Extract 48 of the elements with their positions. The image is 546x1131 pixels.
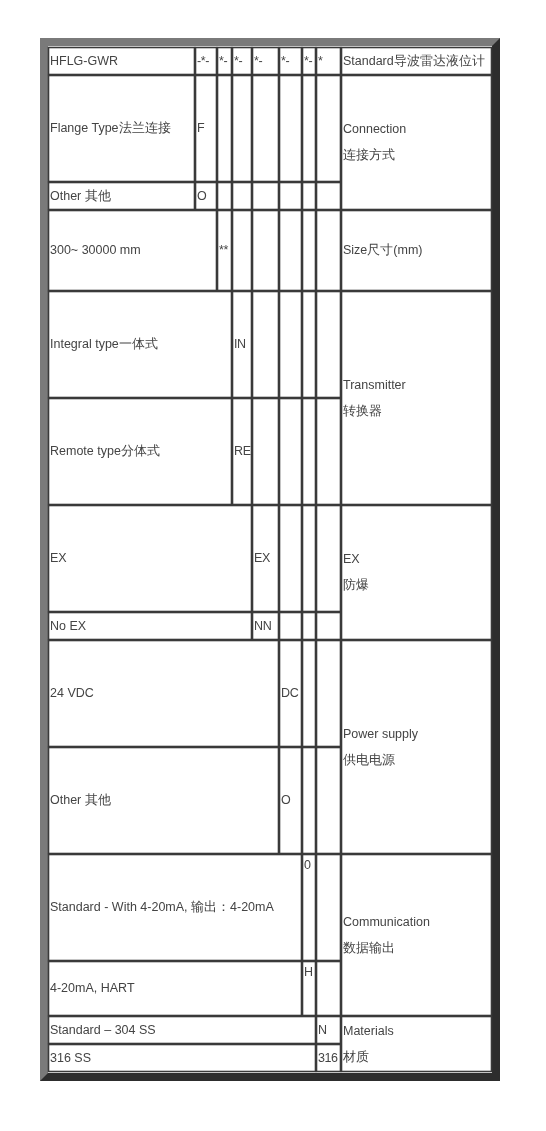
option-text: 316 SS	[50, 1050, 91, 1066]
option-text: Integral type一体式	[50, 337, 158, 352]
code-text: *-	[304, 53, 313, 69]
code-text: *	[318, 53, 323, 69]
category-text: 转换器	[343, 403, 382, 419]
category-text: EX	[343, 552, 360, 567]
header-text: HFLG-GWR	[50, 53, 119, 69]
code-text: H	[304, 965, 313, 980]
code-text: F	[197, 121, 205, 136]
code-text: RE	[234, 444, 251, 459]
category-text: 连接方式	[343, 148, 395, 163]
code-text: 316	[318, 1050, 338, 1066]
option-text: No EX	[50, 618, 87, 634]
category-text: Size尺寸(mm)	[343, 243, 423, 258]
code-text: NN	[254, 618, 272, 634]
category-text: Communication	[343, 914, 430, 930]
category-text: Materials	[343, 1023, 394, 1039]
option-text: 300~ 30000 mm	[50, 243, 141, 258]
code-text: N	[318, 1022, 327, 1038]
category-text: 材质	[343, 1049, 369, 1065]
option-text: Standard – 304 SS	[50, 1022, 156, 1038]
option-text: Standard - With 4-20mA, 输出：4-20mA	[50, 900, 274, 915]
option-text: Other 其他	[50, 188, 111, 204]
option-text: Other 其他	[50, 793, 111, 808]
code-text: *-	[254, 53, 263, 69]
category-text: 防爆	[343, 578, 369, 593]
code-text: *-	[281, 53, 290, 69]
option-text: 24 VDC	[50, 686, 94, 701]
category-text: 供电电源	[343, 752, 395, 768]
category-text: Power supply	[343, 726, 419, 742]
code-text: IN	[234, 337, 246, 352]
code-text: **	[219, 243, 228, 258]
code-text: O	[281, 793, 291, 808]
code-text: EX	[254, 551, 270, 566]
code-text: 0	[304, 858, 311, 873]
option-text: EX	[50, 551, 67, 566]
option-text: Remote type分体式	[50, 444, 160, 459]
category-text: Transmitter	[343, 377, 406, 393]
header-text: Standard导波雷达液位计	[343, 53, 485, 69]
code-text: *-	[234, 53, 243, 69]
code-text: DC	[281, 686, 299, 701]
option-text: 4-20mA, HART	[50, 981, 135, 996]
option-text: Flange Type法兰连接	[50, 121, 171, 136]
code-text: O	[197, 188, 207, 204]
category-text: 数据输出	[343, 940, 395, 956]
category-text: Connection	[343, 122, 407, 137]
code-text: -*-	[197, 53, 209, 69]
code-text: *-	[219, 53, 228, 69]
